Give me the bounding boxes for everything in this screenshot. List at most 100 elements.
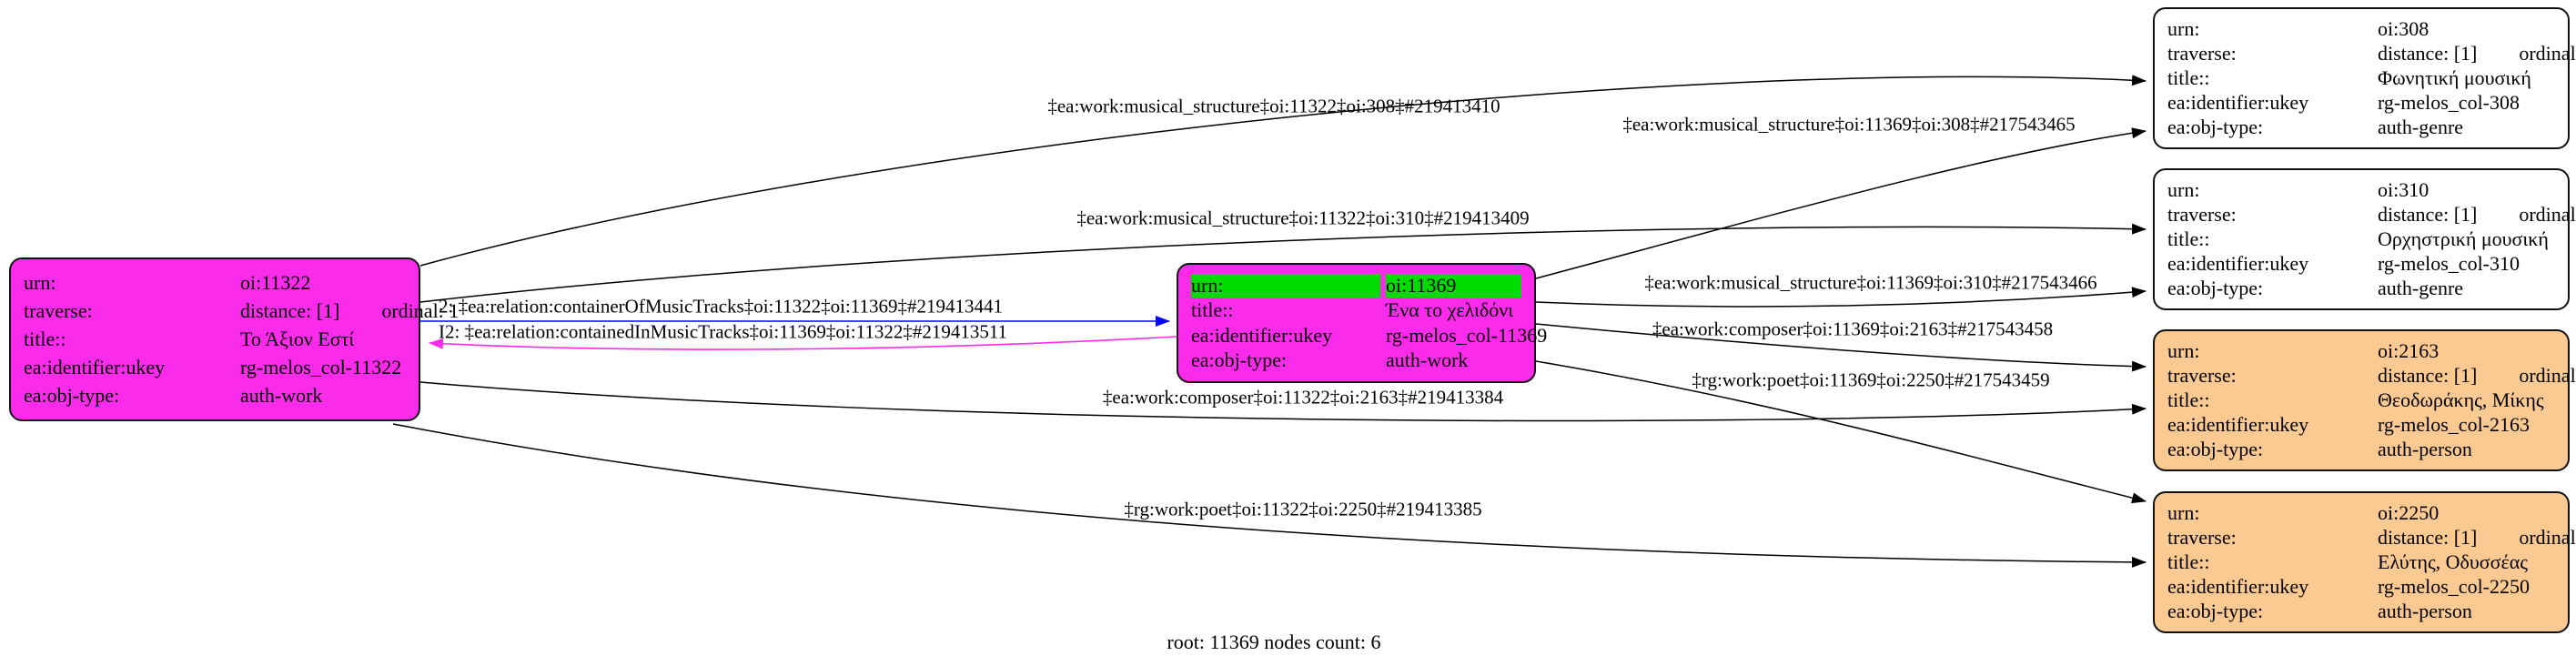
field-value: oi:310 xyxy=(2378,178,2430,201)
node-row: urn: oi:308 xyxy=(2167,17,2555,41)
node-row: urn: oi:310 xyxy=(2167,178,2555,202)
node-oi-2250[interactable]: urn: oi:2250 traverse: distance: [1]ordi… xyxy=(2153,491,2576,633)
field-value-highlighted: oi:11369 xyxy=(1386,273,1521,298)
field-value: Ελύτης, Οδυσσέας xyxy=(2378,550,2528,573)
node-row: title:: Ορχηστρική μουσική xyxy=(2167,227,2555,251)
field-value: auth-person xyxy=(2378,438,2472,460)
field-value: auth-work xyxy=(240,384,323,407)
node-row: traverse: distance: [1]ordinal: 1 xyxy=(24,299,459,323)
field-key: traverse: xyxy=(2167,203,2237,226)
field-key-highlighted: urn: xyxy=(1191,273,1380,298)
node-row: ea:obj-type: auth-work xyxy=(24,384,406,408)
field-key: ea:obj-type: xyxy=(24,384,120,407)
node-row: urn: oi:11369 xyxy=(1191,273,1521,298)
field-key: title:: xyxy=(2167,227,2210,250)
field-value: oi:11322 xyxy=(240,271,311,294)
edge-poet-11322-2250 xyxy=(392,423,2147,568)
edge-label-poet-11322-2250: ‡rg:work:poet‡oi:11322‡oi:2250‡#21941338… xyxy=(1124,498,1482,520)
field-value: rg-melos_col-2250 xyxy=(2378,575,2531,598)
node-row: ea:obj-type: auth-work xyxy=(1191,348,1521,372)
node-row: urn: oi:11322 xyxy=(24,271,406,295)
field-key: urn: xyxy=(2167,501,2200,524)
edge-label-contained-in-music-tracks: I2: ‡ea:relation:containedInMusicTracks‡… xyxy=(439,320,1008,343)
field-value: distance: [1]ordinal: 4 xyxy=(2378,364,2576,387)
field-value: distance: [1]ordinal: 2 xyxy=(2378,42,2576,65)
graph-root-caption: root: 11369 nodes count: 6 xyxy=(1167,631,1381,653)
node-row: ea:identifier:ukey rg-melos_col-11369 xyxy=(1191,323,1547,348)
edge-label-musical-structure-11369-308: ‡ea:work:musical_structure‡oi:11369‡oi:3… xyxy=(1622,113,2076,136)
node-row: ea:identifier:ukey rg-melos_col-11322 xyxy=(24,356,406,379)
node-row: title:: Ελύτης, Οδυσσέας xyxy=(2167,550,2555,574)
field-key: ea:identifier:ukey xyxy=(24,356,166,378)
node-row: ea:obj-type: auth-person xyxy=(2167,600,2555,623)
field-value: Ορχηστρική μουσική xyxy=(2378,227,2549,250)
field-value: Θεοδωράκης, Μίκης xyxy=(2378,388,2544,411)
node-oi-2163[interactable]: urn: oi:2163 traverse: distance: [1]ordi… xyxy=(2153,329,2576,471)
field-key: ea:obj-type: xyxy=(2167,277,2264,299)
node-row: title:: Θεοδωράκης, Μίκης xyxy=(2167,388,2555,412)
field-value: rg-melos_col-308 xyxy=(2378,91,2520,114)
field-value: auth-genre xyxy=(2378,116,2464,138)
field-key: ea:obj-type: xyxy=(2167,438,2264,460)
field-key: ea:obj-type: xyxy=(2167,600,2264,622)
node-row: ea:identifier:ukey rg-melos_col-2250 xyxy=(2167,575,2555,599)
edge-label-composer-11322-2163: ‡ea:work:composer‡oi:11322‡oi:2163‡#2194… xyxy=(1102,386,1504,409)
edge-label-musical-structure-11322-310: ‡ea:work:musical_structure‡oi:11322‡oi:3… xyxy=(1076,207,1530,229)
node-row: title:: Το Άξιον Εστί xyxy=(24,328,406,351)
node-oi-310[interactable]: urn: oi:310 traverse: distance: [1]ordin… xyxy=(2153,168,2576,310)
field-value: rg-melos_col-11322 xyxy=(240,356,402,378)
node-row: title:: Φωνητική μουσική xyxy=(2167,66,2555,90)
field-value: auth-work xyxy=(1386,348,1469,372)
field-key: title:: xyxy=(1191,298,1234,322)
node-row: ea:obj-type: auth-genre xyxy=(2167,116,2555,139)
field-value: Το Άξιον Εστί xyxy=(240,328,355,350)
node-row: urn: oi:2250 xyxy=(2167,501,2555,525)
node-row: ea:identifier:ukey rg-melos_col-2163 xyxy=(2167,413,2555,437)
node-row: traverse: distance: [1]ordinal: 5 xyxy=(2167,203,2576,227)
field-key: title:: xyxy=(2167,66,2210,89)
edge-label-container-of-music-tracks: 2: ‡ea:relation:containerOfMusicTracks‡o… xyxy=(439,295,1003,318)
node-oi-11369-root[interactable]: urn: oi:11369 title:: Ένα το χελιδόνι ea… xyxy=(1177,263,1547,383)
field-key: title:: xyxy=(2167,550,2210,573)
node-row: traverse: distance: [1]ordinal: 2 xyxy=(2167,42,2576,66)
edge-label-musical-structure-11322-308: ‡ea:work:musical_structure‡oi:11322‡oi:3… xyxy=(1047,95,1500,117)
field-value: oi:308 xyxy=(2378,17,2430,40)
field-key: traverse: xyxy=(2167,526,2237,549)
field-key: title:: xyxy=(24,328,66,350)
field-value: auth-person xyxy=(2378,600,2472,622)
field-value: rg-melos_col-11369 xyxy=(1386,323,1548,347)
node-oi-11322[interactable]: urn: oi:11322 traverse: distance: [1]ord… xyxy=(9,257,459,421)
field-value: Ένα το χελιδόνι xyxy=(1386,298,1514,322)
field-key: traverse: xyxy=(24,299,93,322)
field-key: ea:identifier:ukey xyxy=(1191,323,1333,347)
edge-musical-structure-11369-308 xyxy=(1535,127,2147,279)
node-row: title:: Ένα το χελιδόνι xyxy=(1191,298,1521,322)
node-oi-308[interactable]: urn: oi:308 traverse: distance: [1]ordin… xyxy=(2153,7,2576,149)
field-key: urn: xyxy=(2167,178,2200,201)
field-key: ea:identifier:ukey xyxy=(2167,252,2309,275)
field-value: rg-melos_col-310 xyxy=(2378,252,2520,275)
edge-label-musical-structure-11369-310: ‡ea:work:musical_structure‡oi:11369‡oi:3… xyxy=(1644,271,2097,294)
node-row: urn: oi:2163 xyxy=(2167,339,2555,363)
field-key: urn: xyxy=(24,271,56,294)
node-row: ea:obj-type: auth-person xyxy=(2167,438,2555,461)
field-key: traverse: xyxy=(2167,364,2237,387)
field-value: distance: [1]ordinal: 1 xyxy=(240,299,460,322)
node-row: traverse: distance: [1]ordinal: 4 xyxy=(2167,364,2576,388)
edge-label-composer-11369-2163: ‡ea:work:composer‡oi:11369‡oi:2163‡#2175… xyxy=(1652,318,2054,340)
field-key: ea:identifier:ukey xyxy=(2167,413,2309,436)
edge-label-poet-11369-2250: ‡rg:work:poet‡oi:11369‡oi:2250‡#21754345… xyxy=(1692,368,2050,391)
node-row: ea:obj-type: auth-genre xyxy=(2167,277,2555,300)
field-key: ea:identifier:ukey xyxy=(2167,575,2309,598)
field-key: urn: xyxy=(2167,17,2200,40)
field-key: ea:identifier:ukey xyxy=(2167,91,2309,114)
field-value: rg-melos_col-2163 xyxy=(2378,413,2531,436)
field-value: distance: [1]ordinal: 3 xyxy=(2378,526,2576,549)
field-key: title:: xyxy=(2167,388,2210,411)
field-key: traverse: xyxy=(2167,42,2237,65)
field-key: ea:obj-type: xyxy=(1191,348,1288,372)
node-row: traverse: distance: [1]ordinal: 3 xyxy=(2167,526,2576,550)
field-value: Φωνητική μουσική xyxy=(2378,66,2531,89)
node-row: ea:identifier:ukey rg-melos_col-310 xyxy=(2167,252,2555,276)
field-value: distance: [1]ordinal: 5 xyxy=(2378,203,2576,226)
